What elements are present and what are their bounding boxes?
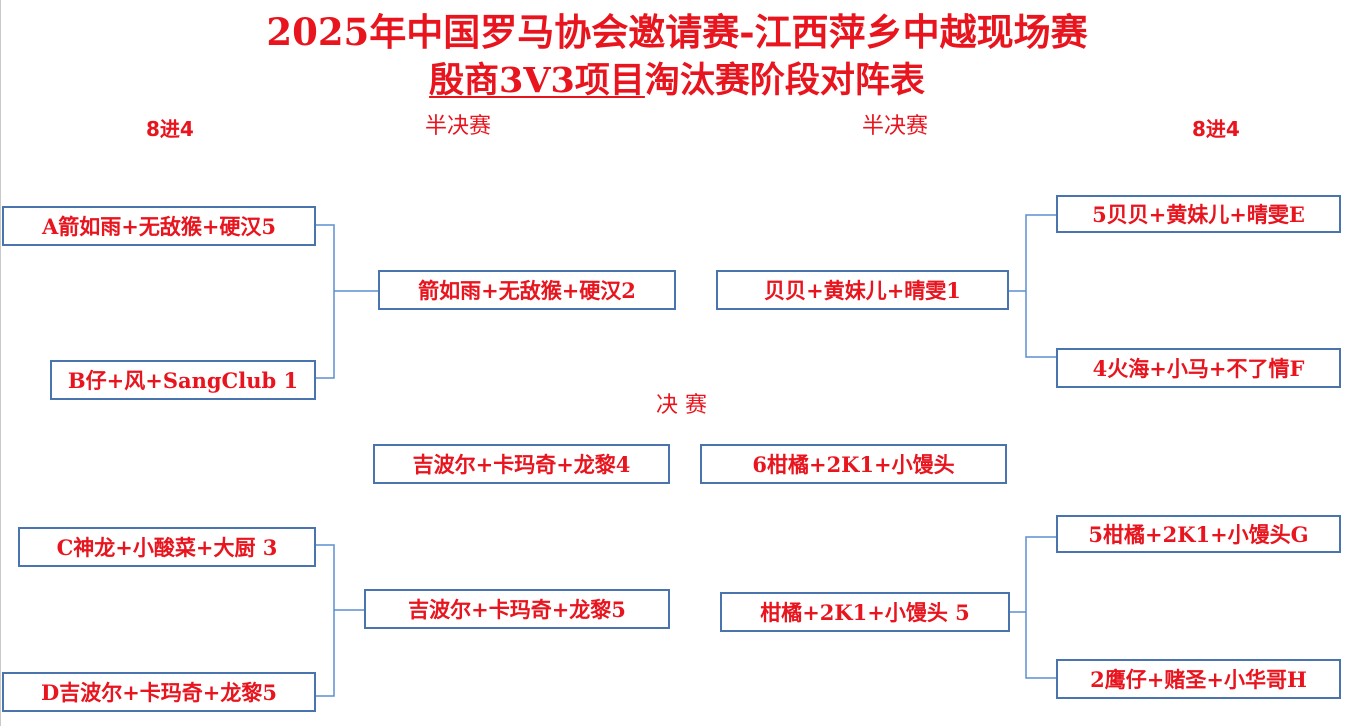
connector-right-top <box>1009 214 1056 358</box>
page-title: 2025年中国罗马协会邀请赛-江西萍乡中越现场赛 <box>266 10 1088 54</box>
connector-left-top <box>316 224 378 379</box>
subtitle-underlined: 殷商3V3项目 <box>429 60 645 101</box>
semi-box-left-bottom: 吉波尔+卡玛奇+龙黎5 <box>364 589 670 629</box>
team-box-h: 2鹰仔+赌圣+小华哥H <box>1056 659 1341 699</box>
label-left-quarterfinal: 8进4 <box>146 117 194 141</box>
label-right-semifinal: 半决赛 <box>862 114 929 139</box>
connector-right-bottom <box>1010 536 1056 679</box>
subtitle-rest: 淘汰赛阶段对阵表 <box>644 60 925 101</box>
team-box-b: B仔+风+SangClub 1 <box>50 360 316 400</box>
page-subtitle: 殷商3V3项目淘汰赛阶段对阵表 <box>0 58 1354 104</box>
semi-box-left-top: 箭如雨+无敌猴+硬汉2 <box>378 270 676 310</box>
team-box-e: 5贝贝+黄妹儿+晴雯E <box>1056 195 1341 233</box>
label-final: 决 赛 <box>656 393 707 418</box>
label-right-quarterfinal: 8进4 <box>1192 117 1240 141</box>
connector-left-bottom <box>316 544 364 697</box>
left-edge-rule <box>0 0 1 726</box>
team-box-g: 5柑橘+2K1+小馒头G <box>1056 515 1341 553</box>
semi-box-right-bottom: 柑橘+2K1+小馒头 5 <box>720 592 1010 632</box>
final-box-right: 6柑橘+2K1+小馒头 <box>700 444 1007 484</box>
final-box-left: 吉波尔+卡玛奇+龙黎4 <box>373 444 670 484</box>
team-box-c: C神龙+小酸菜+大厨 3 <box>18 527 316 567</box>
label-left-semifinal: 半决赛 <box>425 114 492 139</box>
team-box-d: D吉波尔+卡玛奇+龙黎5 <box>2 672 316 712</box>
team-box-f: 4火海+小马+不了情F <box>1056 348 1341 388</box>
team-box-a: A箭如雨+无敌猴+硬汉5 <box>2 206 316 246</box>
semi-box-right-top: 贝贝+黄妹儿+晴雯1 <box>716 270 1009 310</box>
